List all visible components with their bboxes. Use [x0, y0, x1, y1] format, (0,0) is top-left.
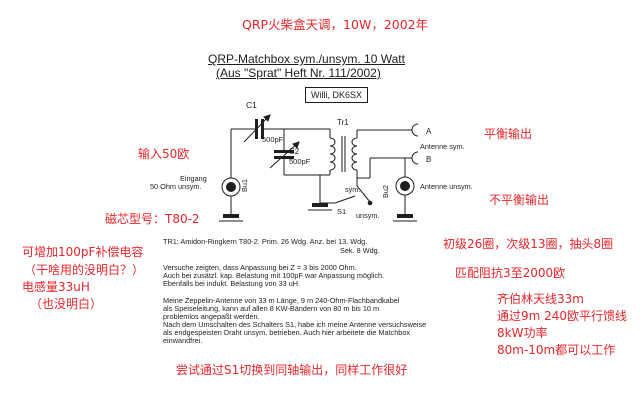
terminal-a-label: A	[426, 127, 432, 136]
paragraph2-line6: einwandfrei.	[163, 336, 203, 345]
annotation-cap-note-2: （干啥用的没明白？）	[24, 263, 145, 277]
annotation-input: 输入50欧	[138, 147, 190, 161]
annotation-coax-try: 尝试通过S1切换到同轴输出，同样工作很好	[176, 363, 408, 377]
author-box: Willi, DK6SX	[305, 87, 369, 103]
eingang-label: Eingang	[180, 174, 207, 183]
annotation-impedance: 匹配阻抗3至2000欧	[455, 266, 566, 280]
terminal-b-label: B	[426, 155, 431, 164]
paragraph2-line1: Meine Zeppelin-Antenne von 33 m Länge, 9…	[163, 296, 400, 305]
paragraph2-line3: problemlos angepaßt werden.	[163, 312, 260, 321]
ground-symbol	[219, 214, 243, 222]
paragraph2-line4: Nach dem Umschalten des Schalters S1, ha…	[163, 320, 427, 329]
tr1-spec-line1: TR1: Amidon-Ringkern T80-2. Prim. 26 Wdg…	[163, 237, 368, 246]
annotation-zepp-1: 齐伯林天线33m	[497, 292, 584, 306]
annotation-top-title: QRP火柴盒天调，10W，2002年	[242, 17, 429, 32]
paragraph1-line3: Ebenfalls bei indukt. Belastung von 33 u…	[163, 279, 301, 288]
paragraph2-line2: als Speiseleitung, kann auf allen 8 KW-B…	[163, 304, 380, 313]
annotation-zepp-2: 通过9m 240欧平行馈线	[497, 309, 628, 323]
c1-label: C1	[246, 100, 257, 110]
document-title: QRP-Matchbox sym./unsym. 10 Watt	[208, 52, 405, 66]
paragraph1-line1: Versuche zeigten, dass Anpassung bei Z =…	[163, 263, 357, 272]
annotation-turns: 初级26圈，次级13圈，抽头8圈	[443, 237, 614, 251]
eingang-ohm-label: 50 Ohm unsym.	[150, 182, 202, 191]
bu1-connector	[221, 177, 241, 214]
annotation-bands: 80m-10m都可以工作	[497, 343, 616, 357]
tr1-spec-line2: Sek. 8 Wdg.	[340, 246, 380, 255]
terminal-a	[405, 123, 419, 137]
tr1-transformer	[329, 136, 358, 175]
bu1-label: Bu1	[240, 179, 249, 192]
annotation-cap-note-1: 可增加100pF补偿电容	[22, 245, 144, 259]
annotation-power: 8kW功率	[497, 326, 548, 340]
s1-switch	[308, 174, 373, 211]
antenne-sym-label: Antenne sym.	[420, 142, 465, 151]
paragraph1-line2: Auch bei zusätzl. kap. Belastung mit 100…	[163, 271, 385, 280]
paragraph2-line5: als endgespeisten Draht unsym. betrieben…	[163, 328, 411, 337]
c1-value: 500pF	[262, 135, 284, 144]
annotation-core: 磁芯型号：T80-2	[105, 212, 200, 226]
annotation-balanced-out: 平衡输出	[484, 127, 533, 141]
document-subtitle: (Aus "Sprat" Heft Nr. 111/2002)	[216, 66, 381, 80]
unsym-label: unsym.	[356, 211, 380, 220]
annotation-not-understood: （也没明白）	[30, 297, 103, 311]
c2-capacitor	[269, 129, 300, 175]
annotation-unbalanced-out: 不平衡输出	[489, 193, 550, 207]
s1-label: S1	[337, 207, 346, 216]
bu2-label: Bu2	[381, 185, 390, 198]
c1-capacitor	[243, 114, 284, 143]
antenne-unsym-label: Antenne unsym.	[420, 182, 473, 191]
sym-label: sym.	[345, 185, 360, 194]
bu2-connector	[393, 158, 417, 222]
annotation-inductance: 电感量33uH	[22, 280, 90, 294]
terminal-b	[405, 151, 419, 165]
c2-label: C2	[289, 147, 300, 156]
c2-value: 500pF	[289, 157, 311, 166]
tr1-label: Tr1	[337, 118, 349, 127]
